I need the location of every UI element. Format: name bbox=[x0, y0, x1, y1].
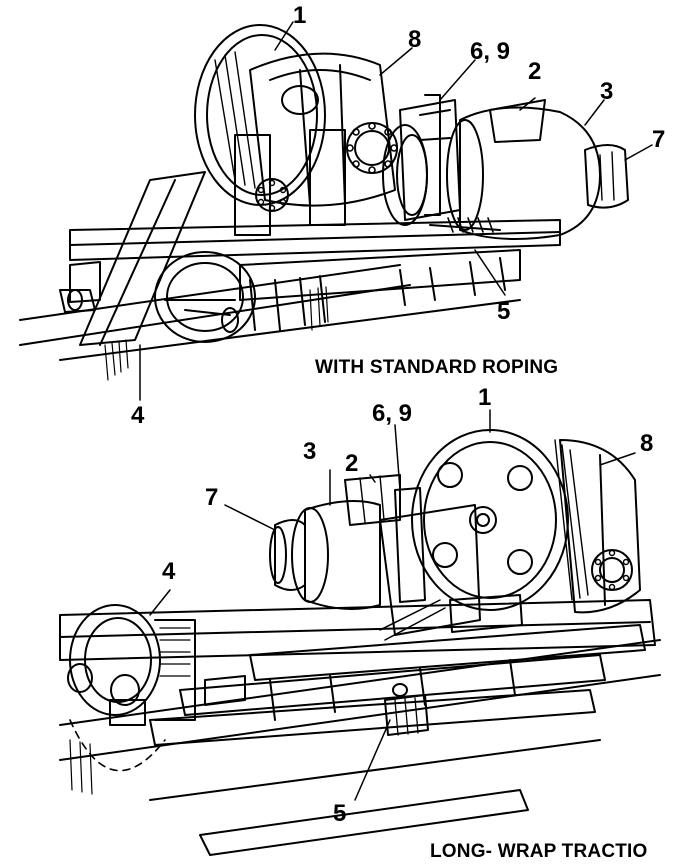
top-label-3: 3 bbox=[600, 78, 614, 105]
bottom-machine-drawing bbox=[59, 409, 661, 856]
bottom-caption: LONG- WRAP TRACTIO bbox=[430, 841, 648, 862]
top-label-8: 8 bbox=[408, 26, 422, 53]
bottom-label-1: 1 bbox=[478, 384, 492, 411]
top-label-1: 1 bbox=[293, 2, 307, 29]
bottom-label-4: 4 bbox=[162, 558, 176, 585]
bottom-label-6-9: 6, 9 bbox=[372, 400, 413, 427]
top-label-4: 4 bbox=[131, 402, 145, 429]
bottom-label-2: 2 bbox=[345, 450, 359, 477]
top-label-6-9: 6, 9 bbox=[470, 38, 511, 65]
top-label-5: 5 bbox=[497, 298, 511, 325]
top-caption: WITH STANDARD ROPING bbox=[315, 357, 559, 378]
bottom-label-7: 7 bbox=[205, 484, 219, 511]
top-label-7: 7 bbox=[652, 126, 666, 153]
top-machine-drawing bbox=[19, 21, 653, 401]
top-label-2: 2 bbox=[528, 58, 542, 85]
bottom-label-5: 5 bbox=[333, 800, 347, 827]
bottom-label-8: 8 bbox=[640, 430, 654, 457]
bottom-label-3: 3 bbox=[303, 438, 317, 465]
